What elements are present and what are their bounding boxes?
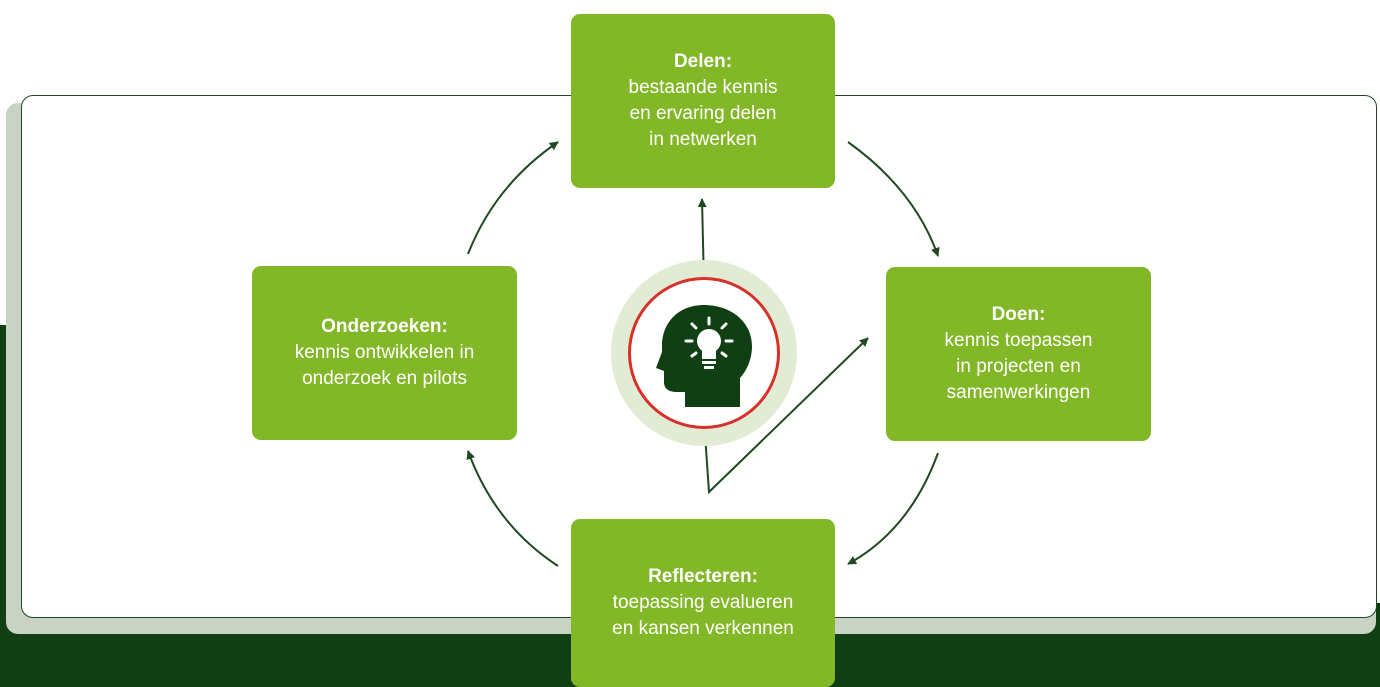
arrow-onderzoeken-to-delen: [467, 141, 559, 255]
stage-onderzoeken: Onderzoeken: kennis ontwikkelen in onder…: [252, 266, 517, 440]
arrow-delen-to-doen: [847, 141, 940, 257]
stage-doen-line-3: samenwerkingen: [946, 382, 1091, 403]
stage-delen-line-1: bestaande kennis: [628, 77, 778, 98]
stage-doen-line-2: in projecten en: [956, 356, 1081, 377]
stage-delen-line-3: in netwerken: [649, 129, 757, 150]
arrow-doen-to-reflecteren: [847, 452, 939, 565]
arrow-reflecteren-to-onderzoeken: [466, 450, 559, 567]
stage-doen-line-1: kennis toepassen: [944, 330, 1093, 351]
stage-reflecteren-line-1: toepassing evalueren: [612, 592, 794, 613]
stage-reflecteren-title: Reflecteren:: [648, 566, 758, 587]
stage-delen-title: Delen:: [673, 51, 733, 72]
stage-doen-title: Doen:: [991, 304, 1046, 325]
stage-doen: Doen: kennis toepassen in projecten en s…: [886, 267, 1151, 441]
stage-reflecteren-line-2: en kansen verkennen: [612, 618, 794, 639]
stage-delen-line-2: en ervaring delen: [629, 103, 777, 124]
stage-onderzoeken-line-1: kennis ontwikkelen in: [294, 342, 475, 363]
stage-onderzoeken-title: Onderzoeken:: [321, 316, 448, 337]
stage-reflecteren: Reflecteren: toepassing evalueren en kan…: [571, 519, 835, 687]
head-with-lightbulb-icon: [656, 305, 752, 407]
stage-onderzoeken-line-2: onderzoek en pilots: [302, 368, 467, 389]
stage-delen: Delen: bestaande kennis en ervaring dele…: [571, 14, 835, 188]
